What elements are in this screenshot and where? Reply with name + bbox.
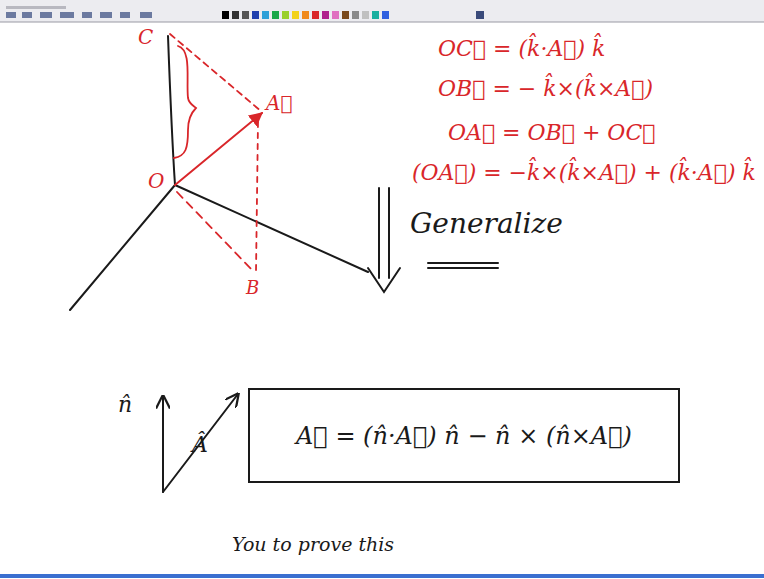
unit-vectors [163,394,238,492]
projection-construction [170,34,262,272]
point-label: O [148,170,164,193]
equation-text: OC⃗ = (k̂·A⃗) k̂ [438,36,605,61]
step-note: Generalize [410,208,563,240]
point-label: A⃗ [266,92,292,115]
point-label: B [246,278,259,299]
equation-text: (OA⃗) = −k̂×(k̂×A⃗) + (k̂·A⃗) k̂ [412,160,756,185]
axes [70,36,368,310]
result-box: A⃗ = (n̂·A⃗) n̂ − n̂ × (n̂×A⃗) [248,388,680,483]
bottom-bar [0,574,764,578]
note-text: You to prove this [232,534,394,556]
point-label: n̂ [118,392,132,417]
equation-text: OB⃗ = − k̂×(k̂×A⃗) [438,76,653,101]
toolbar [0,0,764,22]
boxed-equation: A⃗ = (n̂·A⃗) n̂ − n̂ × (n̂×A⃗) [296,422,632,450]
equation-text: OA⃗ = OB⃗ + OC⃗ [448,120,655,145]
point-label: Â [192,432,208,457]
point-label: C [138,26,153,49]
